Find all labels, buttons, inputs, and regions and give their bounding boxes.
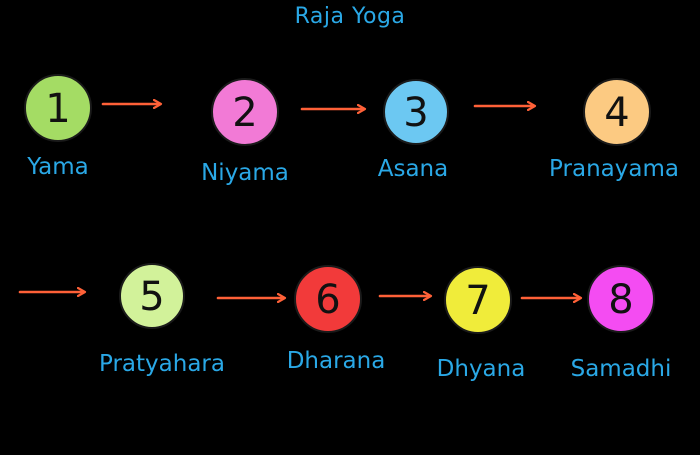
step-number: 6 — [315, 277, 340, 323]
step-label: Asana — [378, 156, 448, 182]
step-label: Samadhi — [571, 356, 672, 382]
step-number: 5 — [139, 274, 164, 320]
step-label: Yama — [26, 154, 88, 180]
step-circle — [119, 263, 185, 329]
arrows-layer — [18, 104, 580, 298]
step-circle — [587, 265, 655, 333]
step-circle — [211, 78, 279, 146]
step-number: 4 — [604, 90, 629, 136]
step-number: 7 — [465, 278, 490, 324]
step-number: 8 — [608, 277, 633, 323]
step-circle — [444, 266, 512, 334]
step-number: 2 — [232, 90, 257, 136]
step-label: Pranayama — [549, 156, 679, 182]
step-label: Niyama — [201, 160, 289, 186]
step-circle — [24, 74, 92, 142]
diagram-title: Raja Yoga — [294, 4, 406, 29]
step-label: Dharana — [287, 348, 386, 374]
step-number: 3 — [403, 90, 428, 136]
step-circle — [383, 79, 449, 145]
step-number: 1 — [45, 86, 70, 132]
step-circle — [583, 78, 651, 146]
step-label: Dhyana — [437, 356, 526, 382]
step-circle — [294, 265, 362, 333]
step-label: Pratyahara — [99, 351, 225, 377]
